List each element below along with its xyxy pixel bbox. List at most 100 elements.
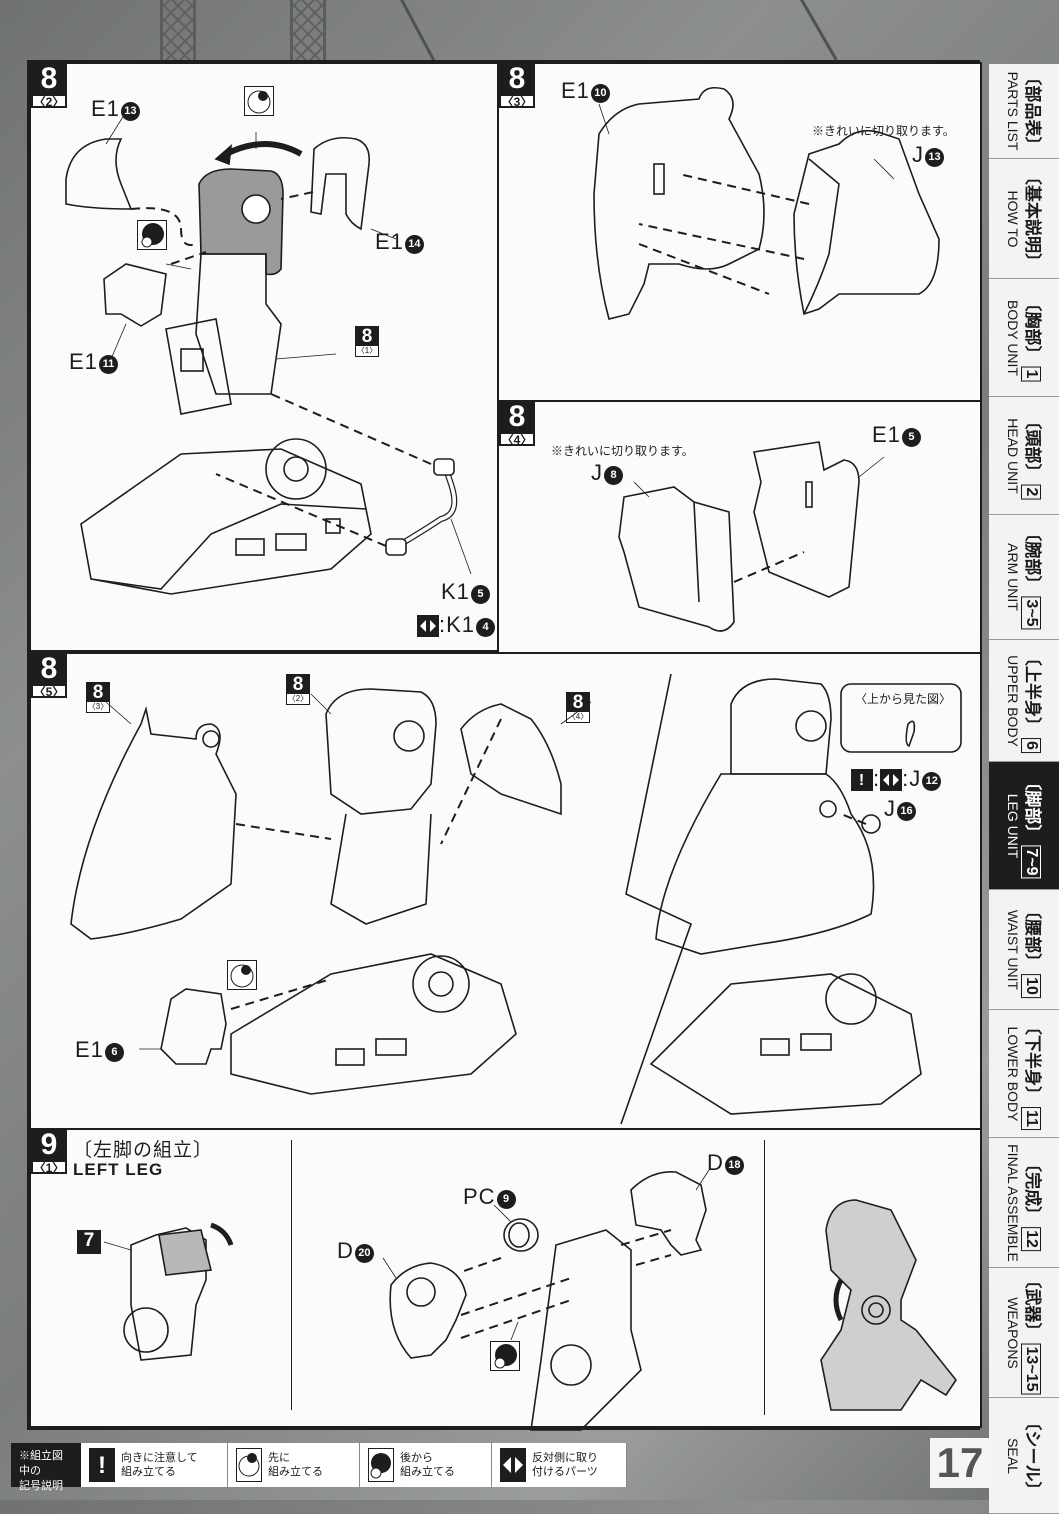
side-tab-jp: 〔脚部〕 (1023, 772, 1042, 841)
background-girder (160, 0, 196, 60)
side-tab-label: 〔シール〕SEAL (1005, 1413, 1043, 1498)
side-tab-how-to[interactable]: 〔基本説明〕HOW TO (989, 159, 1059, 279)
opposite-side-icon (880, 769, 903, 792)
part-e1-13-shape (65, 138, 133, 210)
armor-plate-left (70, 705, 237, 940)
panel-step-8-2: 8 〈2〉 (29, 62, 499, 652)
side-tab-number: 11 (1021, 1106, 1041, 1130)
opposite-side-icon (500, 1448, 526, 1482)
page-number: 17 (930, 1438, 990, 1488)
step-title-en: LEFT LEG (73, 1160, 164, 1179)
step-badge: 8 〈5〉 (31, 654, 67, 698)
part-j13-shape (793, 129, 940, 316)
head-unit (325, 688, 437, 815)
side-tab-en: LEG UNIT (1005, 793, 1021, 858)
side-tab-jp: 〔頭部〕 (1023, 412, 1042, 481)
side-tab-label: 〔部品表〕PARTS LIST (1005, 69, 1043, 154)
side-tab-parts-list[interactable]: 〔部品表〕PARTS LIST (989, 64, 1059, 159)
knee-plate (165, 318, 232, 415)
side-tab-en: FINAL ASSEMBLE (1005, 1143, 1021, 1262)
panel-step-9-1: 9 〈1〉 〔左脚の組立〕 LEFT LEG 7 (29, 1128, 982, 1431)
assembled-head (730, 678, 832, 775)
part-e1-11-shape (103, 263, 167, 327)
leg-armor-assembly-illustration (70, 673, 962, 1125)
part-e1-6-shape (160, 988, 227, 1065)
legend-item-assemble-first: 先に 組み立てる (228, 1443, 360, 1487)
side-tab-seal[interactable]: 〔シール〕SEAL (989, 1398, 1059, 1514)
side-tab-en: WEAPONS (1005, 1296, 1021, 1369)
side-tab-jp: 〔完成〕 (1023, 1154, 1042, 1223)
part-d20-shape (389, 1262, 467, 1359)
part-j8-shape (618, 486, 735, 632)
part-e1-5-shape (753, 441, 860, 598)
side-tab-jp: 〔胸部〕 (1023, 294, 1042, 363)
background-girder (290, 0, 326, 60)
side-tab-jp: 〔部品表〕 (1023, 68, 1042, 154)
side-tab-en: UPPER BODY (1005, 654, 1021, 747)
reference-step-8-3: 8〈3〉 (86, 682, 110, 713)
assembled-armor (655, 773, 875, 955)
assemble-first-icon (227, 960, 257, 990)
part-pc9-shape (503, 1218, 539, 1252)
symbol-legend: ※組立図中の 記号説明 ! 向きに注意して 組み立てる 先に 組み立てる 後から… (11, 1443, 627, 1492)
side-tab-jp: 〔武器〕 (1023, 1271, 1042, 1340)
part-d18-shape (630, 1171, 707, 1256)
step-badge: 8 〈2〉 (31, 64, 67, 108)
side-tab-jp: 〔腕部〕 (1023, 524, 1042, 593)
side-tab-number: 13~15 (1021, 1343, 1041, 1394)
left-leg-illustration (103, 1169, 957, 1431)
thigh-part (130, 1227, 207, 1361)
assemble-later-icon (368, 1448, 394, 1482)
leg-frame (530, 1229, 642, 1431)
side-tab-number: 3~5 (1021, 596, 1041, 630)
side-tab-en: BODY UNIT (1005, 299, 1021, 376)
part-e1-14-shape (310, 136, 371, 231)
background-diagonal (800, 0, 838, 61)
side-tab-jp: 〔腰部〕 (1023, 901, 1042, 970)
assembled-base (649, 973, 922, 1115)
foot-base (80, 448, 372, 595)
reference-step-8-1: 8 〈1〉 (355, 326, 379, 357)
side-tab-number: 6 (1021, 737, 1041, 753)
head-part-shaded (198, 168, 284, 276)
assemble-first-icon (236, 1448, 262, 1482)
leg-assembly-illustration (65, 103, 472, 595)
opposite-side-icon (417, 615, 439, 638)
background-diagonal (400, 0, 436, 62)
side-tab-label: 〔基本説明〕HOW TO (1005, 168, 1043, 270)
armor-plate-right (460, 703, 562, 816)
reference-step-7: 7 (77, 1230, 101, 1254)
side-tab-en: HEAD UNIT (1005, 417, 1021, 494)
side-tab-en: LOWER BODY (1005, 1026, 1021, 1121)
step-number: 8 (40, 62, 58, 95)
legend-item-assemble-later: 後から 組み立てる (360, 1443, 492, 1487)
reference-step-8-2: 8〈2〉 (286, 674, 310, 705)
